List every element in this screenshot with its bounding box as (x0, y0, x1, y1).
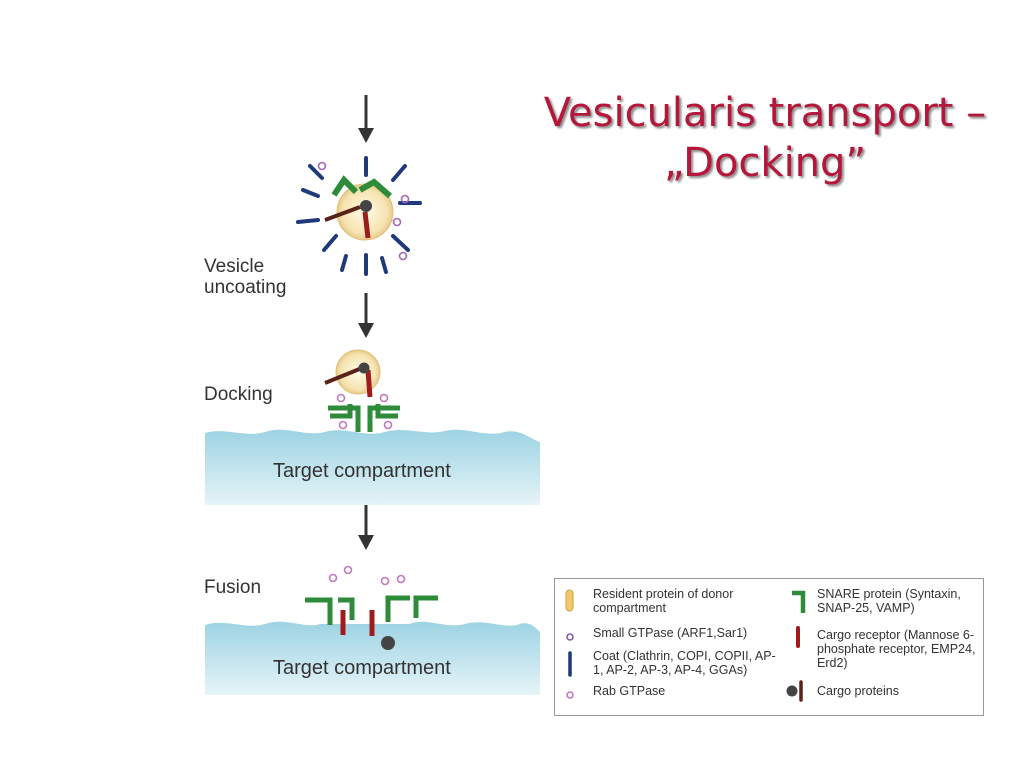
small-gtpase-icon (565, 629, 575, 647)
legend-item-cargo-receptor: Cargo receptor (Mannose 6-phosphate rece… (817, 628, 976, 670)
title-line-2: „Docking” (663, 140, 867, 186)
vesicle-uncoating-label: Vesicle uncoating (204, 256, 286, 298)
legend-item-cargo-proteins: Cargo proteins (817, 684, 899, 698)
fusion-snare-group (305, 565, 438, 650)
slide-title: Vesicularis transport – „Docking” (515, 88, 1015, 188)
fusion-target-membrane (205, 621, 540, 695)
legend-item-resident-protein: Resident protein of donor compartment (593, 587, 734, 615)
docking-target-membrane (205, 429, 540, 505)
arrow-down-icon-3 (358, 503, 374, 550)
uncoating-label-line-2: uncoating (204, 277, 287, 298)
legend-item-snare-protein: SNARE protein (Syntaxin, SNAP-25, VAMP) (817, 587, 961, 615)
legend-item-small-gtpase: Small GTPase (ARF1,Sar1) (593, 626, 748, 640)
uncoating-label-line-1: Vesicle (204, 256, 265, 277)
target-compartment-label-docking: Target compartment (273, 460, 451, 482)
target-compartment-label-fusion: Target compartment (273, 657, 451, 679)
uncoating-vesicle-group (296, 156, 422, 276)
docking-label: Docking (204, 384, 273, 405)
resident-protein-icon (565, 589, 575, 618)
arrow-down-icon-2 (358, 293, 374, 338)
title-line-1: Vesicularis transport – (543, 90, 987, 136)
coat-icon (566, 651, 574, 682)
snare-protein-icon (791, 589, 807, 620)
docking-vesicle-group (324, 349, 400, 432)
fusion-label: Fusion (204, 577, 262, 598)
arrow-down-icon-1 (358, 95, 374, 143)
rab-gtpase-icon (565, 687, 575, 705)
cargo-receptor-icon (794, 626, 802, 653)
legend-item-coat: Coat (Clathrin, COPI, COPII, AP-1, AP-2,… (593, 649, 776, 677)
legend-item-rab-gtpase: Rab GTPase (593, 684, 666, 698)
legend-box: Resident protein of donor compartment Sm… (554, 578, 984, 716)
cargo-proteins-icon (784, 679, 806, 708)
